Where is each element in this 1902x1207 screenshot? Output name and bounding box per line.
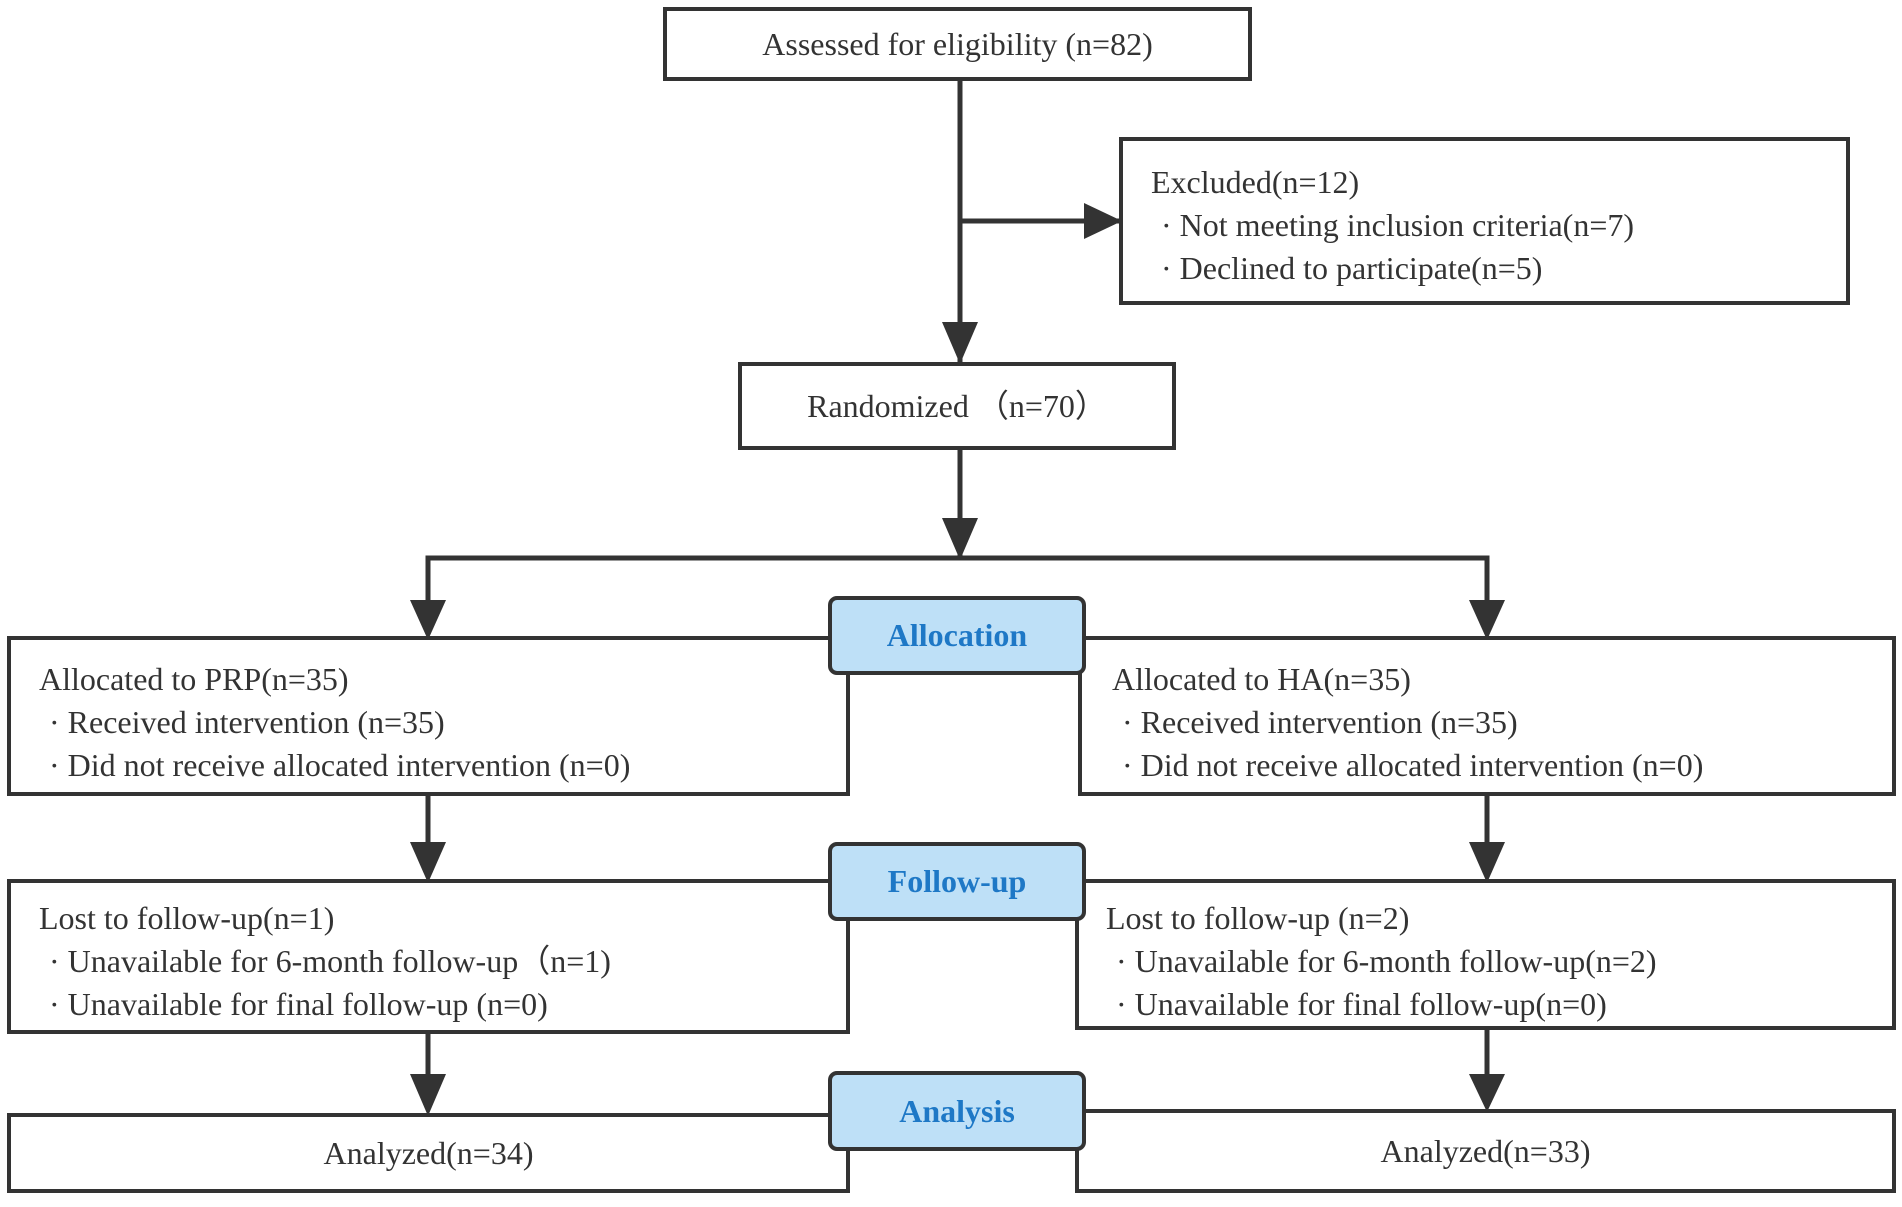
arrowhead-to-ha-allocated [1469, 600, 1505, 640]
ha-followup-item-2: · Unavailable for final follow-up(n=0) [1116, 986, 1607, 1022]
arrowhead-to-ha-analyzed [1469, 1074, 1505, 1112]
prp-allocated-title: Allocated to PRP(n=35) [39, 661, 349, 697]
ha-allocated-title: Allocated to HA(n=35) [1112, 661, 1411, 697]
excluded-box: Excluded(n=12) · Not meeting inclusion c… [1119, 137, 1850, 305]
arrowhead-to-excluded [1084, 203, 1122, 239]
prp-analyzed-label: Analyzed(n=34) [323, 1134, 534, 1171]
ha-followup-box: Lost to follow-up (n=2) · Unavailable fo… [1075, 879, 1896, 1030]
stage-allocation-text: Allocation [886, 617, 1028, 653]
assessed-label: Assessed for eligibility (n=82) [762, 25, 1153, 62]
prp-followup-title: Lost to follow-up(n=1) [39, 900, 335, 936]
ha-allocated-item-1: · Received intervention (n=35) [1122, 704, 1518, 740]
arrowhead-to-randomized [942, 322, 978, 364]
arrowhead-to-prp-analyzed [410, 1074, 446, 1116]
ha-allocated-box: Allocated to HA(n=35) · Received interve… [1078, 636, 1896, 796]
ha-analyzed-label: Analyzed(n=33) [1380, 1132, 1591, 1169]
arrowhead-to-split [942, 518, 978, 560]
stage-analysis-label: Analysis [828, 1071, 1086, 1151]
prp-allocated-box: Allocated to PRP(n=35) · Received interv… [7, 636, 850, 796]
excluded-title: Excluded(n=12) [1151, 164, 1360, 200]
ha-followup-item-1: · Unavailable for 6-month follow-up(n=2) [1116, 943, 1657, 979]
randomized-label: Randomized （n=70） [807, 387, 1107, 424]
prp-followup-box: Lost to follow-up(n=1) · Unavailable for… [7, 879, 850, 1034]
randomized-box: Randomized （n=70） [738, 362, 1176, 450]
stage-analysis-text: Analysis [899, 1092, 1015, 1129]
prp-allocated-item-2: · Did not receive allocated intervention… [49, 747, 631, 783]
excluded-item-2: · Declined to participate(n=5) [1161, 250, 1543, 286]
stage-followup-label: Follow-up [828, 842, 1086, 921]
arrowhead-to-prp-followup [410, 842, 446, 883]
prp-allocated-item-1: · Received intervention (n=35) [49, 704, 445, 740]
arrowhead-to-prp-allocated [410, 600, 446, 640]
arrowhead-to-ha-followup [1469, 842, 1505, 883]
prp-followup-item-2: · Unavailable for final follow-up (n=0) [49, 986, 548, 1022]
excluded-item-1: · Not meeting inclusion criteria(n=7) [1161, 207, 1635, 243]
prp-followup-item-1: · Unavailable for 6-month follow-up（n=1) [49, 943, 611, 979]
assessed-box: Assessed for eligibility (n=82) [663, 7, 1252, 81]
ha-analyzed-box: Analyzed(n=33) [1075, 1109, 1896, 1193]
ha-followup-title: Lost to follow-up (n=2) [1106, 900, 1410, 936]
connector-split [425, 555, 1490, 606]
stage-followup-text: Follow-up [887, 863, 1027, 899]
stage-allocation-label: Allocation [828, 596, 1086, 675]
prp-analyzed-box: Analyzed(n=34) [7, 1113, 850, 1193]
ha-allocated-item-2: · Did not receive allocated intervention… [1122, 747, 1704, 783]
